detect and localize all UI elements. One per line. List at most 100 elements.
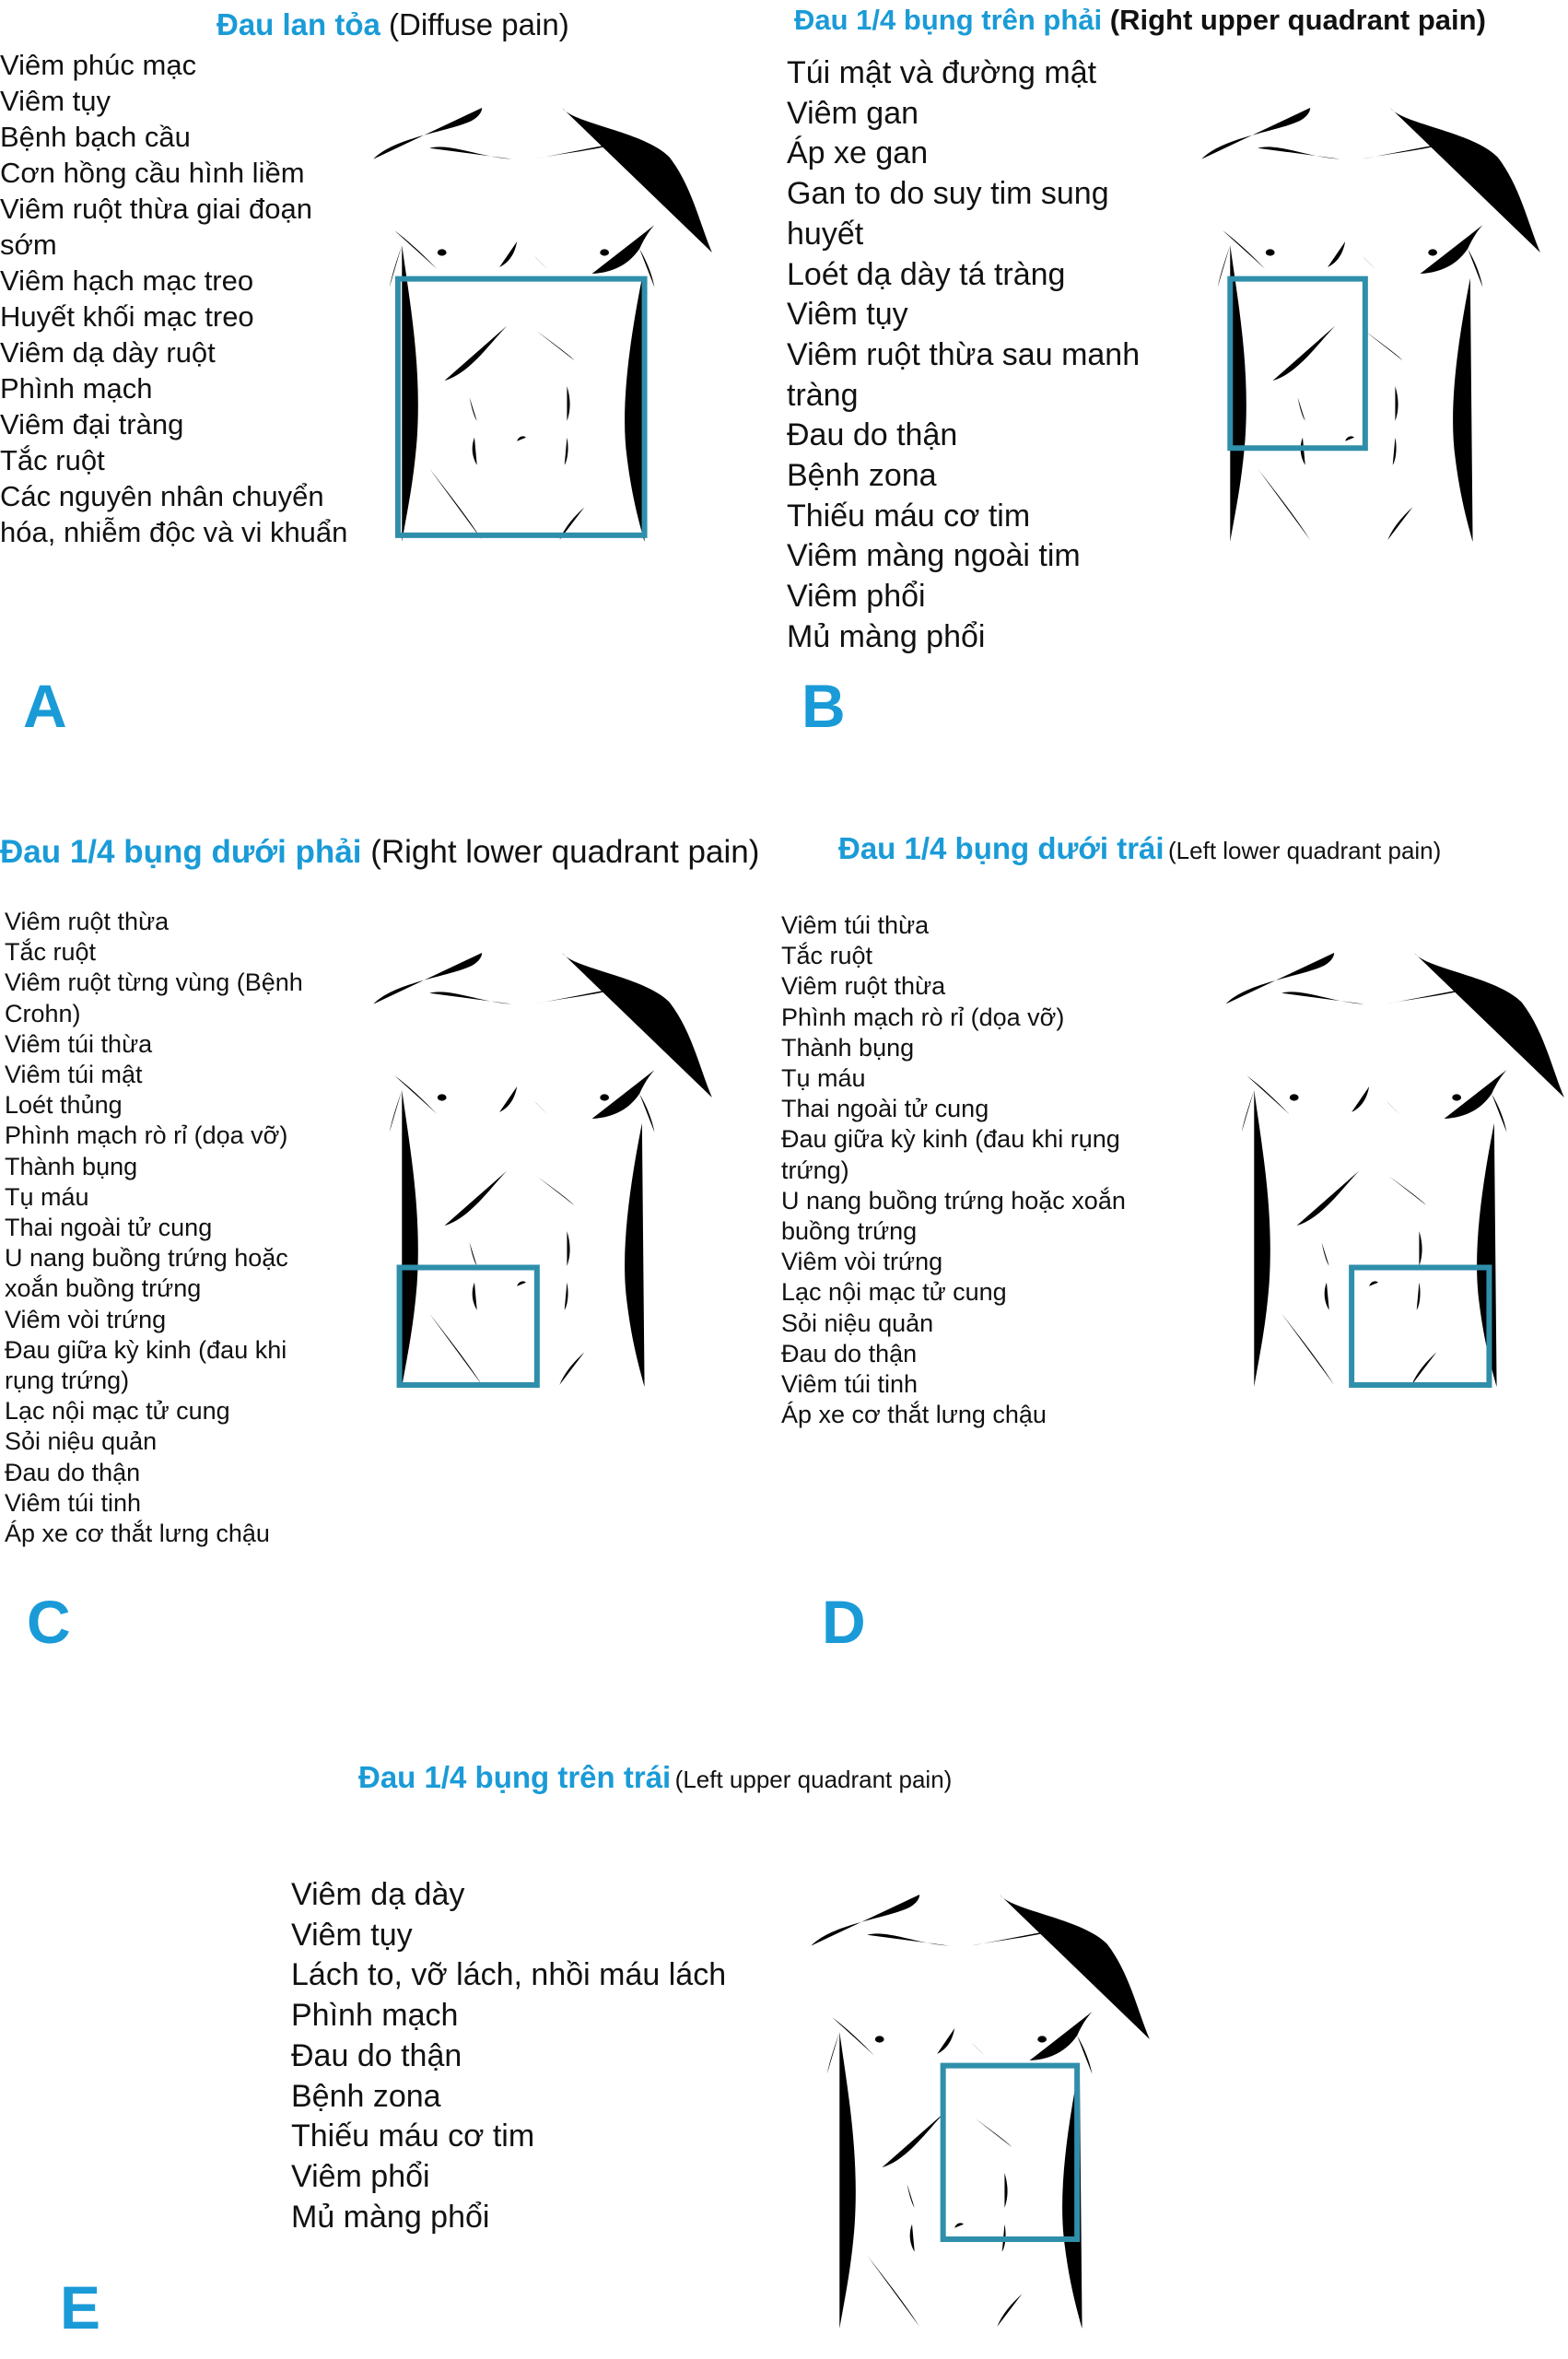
list-item: huyết [787, 216, 864, 252]
list-item: Viêm túi thừa [781, 911, 930, 939]
list-item: Áp xe cơ thắt lưng chậu [781, 1401, 1047, 1429]
list-item: xoắn buồng trứng [5, 1274, 202, 1303]
list-item: U nang buồng trứng hoặc xoắn [781, 1186, 1126, 1215]
list-item: Tắc ruột [0, 444, 105, 476]
list-item: Viêm vòi trứng [5, 1305, 167, 1333]
list-item: Viêm vòi trứng [781, 1248, 943, 1276]
list-item: tràng [787, 377, 859, 413]
region-box-left-upper [943, 2066, 1077, 2239]
list-item: Viêm túi tinh [5, 1488, 142, 1517]
title-vietnamese: Đau 1/4 bụng trên trái [358, 1760, 672, 1794]
list-item: sớm [0, 229, 57, 261]
list-item: Thai ngoài tử cung [5, 1214, 213, 1242]
list-item: Thiếu máu cơ tim [787, 498, 1031, 534]
torso-diagram [373, 107, 712, 543]
list-item: Phình mạch [0, 372, 153, 405]
list-item: Các nguyên nhân chuyển [0, 480, 324, 512]
panel-letter: B [802, 672, 846, 740]
list-item: Tụ máu [781, 1064, 866, 1093]
panel-letter: A [23, 672, 67, 740]
title-english: (Right lower quadrant pain) [370, 834, 760, 870]
title-vietnamese: Đau lan tỏa [216, 7, 380, 41]
panel-title: Đau 1/4 bụng dưới trái (Left lower quadr… [838, 831, 1441, 866]
list-item: Loét dạ dày tá tràng [787, 256, 1066, 292]
list-item: Sỏi niệu quản [781, 1309, 934, 1337]
list-item: Lạc nội mạc tử cung [781, 1278, 1007, 1307]
panel-title: Đau lan tỏa (Diffuse pain) [216, 7, 569, 42]
region-box-right-upper [1230, 279, 1365, 449]
list-item: Viêm túi tinh [781, 1370, 919, 1399]
list-item: Phình mạch rò rỉ (dọa vỡ) [781, 1003, 1065, 1031]
torso-diagram [1225, 952, 1564, 1388]
list-item: Viêm ruột thừa sau manh [787, 336, 1141, 372]
panel-letter: D [822, 1588, 866, 1656]
list-item: rụng trứng) [5, 1367, 130, 1395]
list-item: Viêm dạ dày [291, 1877, 465, 1912]
list-item: Cơn hồng cầu hình liềm [0, 157, 305, 189]
title-vietnamese: Đau 1/4 bụng dưới phải [0, 834, 362, 870]
list-item: Viêm dạ dày ruột [0, 336, 216, 369]
list-item: Túi mật và đường mật [787, 55, 1097, 90]
title-english: (Right upper quadrant pain) [1109, 4, 1486, 36]
list-item: Đau do thận [291, 2037, 462, 2073]
list-item: Bệnh zona [291, 2078, 441, 2114]
list-item: Viêm đại tràng [0, 408, 184, 440]
list-item: Viêm tụy [0, 85, 111, 117]
list-item: Viêm phổi [291, 2158, 430, 2194]
list-item: Đau do thận [781, 1339, 918, 1367]
list-item: Áp xe gan [787, 135, 929, 171]
list-item: Huyết khối mạc treo [0, 300, 254, 333]
list-item: Mủ màng phổi [787, 618, 986, 654]
list-item: Viêm phổi [787, 579, 926, 615]
list-item: buồng trứng [781, 1217, 918, 1246]
list-item: Lạc nội mạc tử cung [5, 1397, 230, 1426]
list-item: Đau do thận [5, 1458, 141, 1486]
title-vietnamese: Đau 1/4 bụng dưới trái [838, 831, 1164, 865]
title-vietnamese: Đau 1/4 bụng trên phải [794, 4, 1103, 36]
torso-diagram [1201, 107, 1540, 543]
panel-title: Đau 1/4 bụng dưới phải (Right lower quad… [0, 834, 759, 871]
list-item: Lách to, vỡ lách, nhồi máu lách [291, 1957, 727, 1993]
list-item: trứng) [781, 1156, 849, 1184]
panel-title: Đau 1/4 bụng trên trái (Left upper quadr… [358, 1760, 952, 1795]
list-item: Crohn) [5, 999, 81, 1027]
list-item: Thiếu máu cơ tim [291, 2118, 535, 2154]
list-item: Phình mạch [291, 1998, 459, 2034]
torso-diagram [373, 952, 712, 1388]
torso-diagram [811, 1894, 1150, 2330]
list-item: Tụ máu [5, 1182, 89, 1211]
list-item: Bệnh zona [787, 458, 937, 494]
region-box-diffuse [398, 279, 645, 535]
list-item: Sỏi niệu quản [5, 1427, 158, 1456]
list-item: Đau giữa kỳ kinh (đau khi [5, 1335, 287, 1364]
panel-letter: C [27, 1588, 71, 1656]
list-item: U nang buồng trứng hoặc [5, 1244, 288, 1273]
list-item: Đau do thận [787, 417, 958, 453]
list-item: Viêm màng ngoài tim [787, 538, 1081, 574]
list-item: Viêm túi thừa [5, 1029, 153, 1058]
list-item: Viêm ruột thừa [5, 908, 170, 935]
region-box-left-lower [1352, 1267, 1489, 1385]
list-item: Thành bụng [5, 1152, 138, 1180]
list-item: Tắc ruột [781, 942, 873, 970]
list-item: Bệnh bạch cầu [0, 121, 191, 153]
list-item: hóa, nhiễm độc và vi khuẩn [0, 516, 348, 548]
region-box-right-lower [400, 1267, 537, 1385]
list-item: Viêm túi mật [5, 1061, 143, 1089]
title-english: (Diffuse pain) [389, 7, 569, 41]
title-english: (Left lower quadrant pain) [1168, 837, 1442, 864]
list-item: Phình mạch rò rỉ (dọa vỡ) [5, 1121, 288, 1150]
list-item: Gan to do suy tim sung [787, 176, 1109, 212]
list-item: Viêm tụy [291, 1917, 413, 1953]
list-item: Thai ngoài tử cung [781, 1095, 989, 1123]
list-item: Viêm tụy [787, 297, 908, 333]
list-item: Viêm ruột từng vùng (Bệnh [5, 968, 303, 997]
list-item: Đau giữa kỳ kinh (đau khi rụng [781, 1125, 1120, 1154]
list-item: Viêm phúc mạc [0, 49, 197, 81]
title-english: (Left upper quadrant pain) [674, 1766, 953, 1793]
